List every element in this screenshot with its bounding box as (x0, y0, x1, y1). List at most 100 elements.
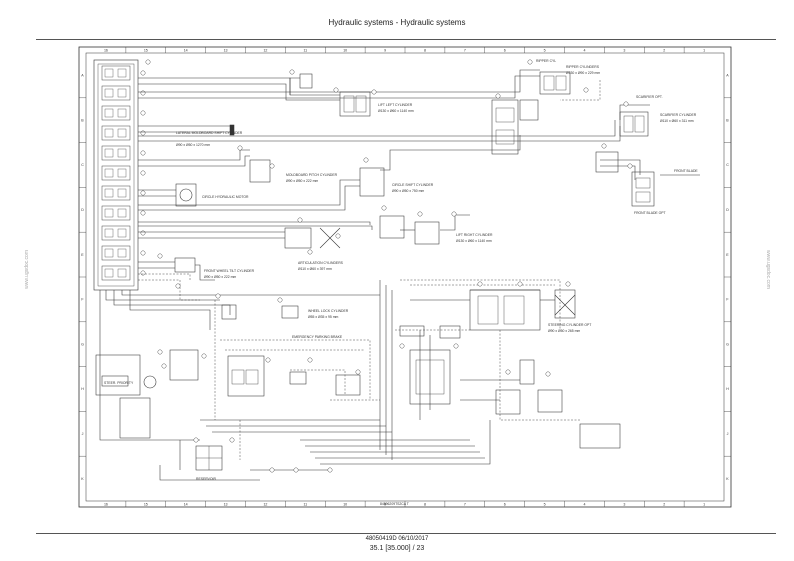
valve-spool (104, 228, 114, 238)
column-label: 13 (224, 503, 228, 507)
row-label: F (81, 298, 84, 302)
callout-balloon (277, 297, 283, 303)
column-label: 4 (583, 49, 585, 53)
label-drawing-code: 84596209TS2CA T (380, 502, 409, 506)
label-ripper-cyl-size: Ø130 x Ø90 x 229 mm (566, 71, 600, 75)
column-label: 1 (703, 503, 705, 507)
valve-spool (104, 148, 114, 158)
callout-balloon (327, 467, 333, 473)
valve-spool (117, 268, 127, 278)
label-front-blade: FRONT BLADE (674, 169, 698, 173)
row-label: A (81, 74, 84, 78)
callout-balloon (289, 69, 295, 75)
label-articulation-cylinders: ARTICULATION CYLINDERS (298, 261, 344, 265)
valve-spool (117, 188, 127, 198)
valve-section (101, 205, 131, 221)
callout-balloon (215, 293, 221, 299)
callout-balloon (229, 437, 235, 443)
column-label: 9 (384, 503, 386, 507)
callout-balloon (371, 89, 377, 95)
callout-balloon (161, 363, 167, 369)
label-lateral-moldboard-shift: LATERAL MOLDBOARD SHIFT CYLINDER (176, 131, 243, 135)
label-scarifier-size: Ø110 x Ø60 x 311 mm (660, 119, 694, 123)
valve-spool (117, 128, 127, 138)
callout-balloon (140, 190, 146, 196)
label-emergency-parking-brake: EMERGENCY PARKING BRAKE (292, 335, 343, 339)
callout-balloon (601, 143, 607, 149)
label-lateral-shift-size: Ø90 x Ø50 x 1270 mm (176, 143, 210, 147)
column-label: 7 (464, 49, 466, 53)
row-label: J (727, 432, 729, 436)
callout-balloon (307, 249, 313, 255)
components (95, 71, 655, 471)
label-lift-left-size: Ø130 x Ø60 x 1140 mm (378, 109, 414, 113)
valve-section (101, 85, 131, 101)
row-label: K (726, 477, 729, 481)
valve-section (101, 185, 131, 201)
valve-spool (117, 68, 127, 78)
label-scarifier-opt: SCARIFIER OPT. (636, 95, 663, 99)
valve-spool (104, 188, 114, 198)
valve-spool (104, 68, 114, 78)
callout-balloon (237, 145, 243, 151)
pilot-lines (138, 80, 601, 460)
frame-outer (78, 46, 732, 508)
callout-balloon (157, 349, 163, 355)
label-wheel-lock-cylinder: WHEEL LOCK CYLINDER (308, 309, 349, 313)
column-label: 9 (384, 49, 386, 53)
callout-balloon (545, 371, 551, 377)
row-label: A (726, 74, 729, 78)
valve-spool (117, 168, 127, 178)
row-label: J (82, 432, 84, 436)
row-label: E (726, 253, 729, 257)
label-circle-hydraulic-motor: CIRCLE HYDRAULIC MOTOR (202, 195, 249, 199)
valve-section (101, 125, 131, 141)
valve-spool (104, 88, 114, 98)
column-label: 11 (303, 503, 307, 507)
valve-section (101, 245, 131, 261)
column-label: 16 (104, 49, 108, 53)
callout-balloon (363, 157, 369, 163)
callout-balloon (355, 369, 361, 375)
column-label: 12 (263, 49, 267, 53)
label-front-blade-opt: FRONT BLADE OPT (634, 211, 666, 215)
row-label: H (81, 387, 84, 391)
label-circle-shift-size: Ø90 x Ø50 x 750 mm (392, 189, 424, 193)
column-label: 5 (544, 49, 546, 53)
row-label: B (81, 118, 84, 122)
callout-balloon (145, 59, 151, 65)
valve-sections (101, 65, 146, 281)
row-label: G (726, 342, 729, 346)
callout-balloon (505, 369, 511, 375)
valve-spool (117, 108, 127, 118)
valve-spool (104, 248, 114, 258)
callout-balloon (417, 211, 423, 217)
column-label: 5 (544, 503, 546, 507)
label-articulation-size: Ø110 x Ø60 x 397 mm (298, 267, 332, 271)
column-label: 16 (104, 503, 108, 507)
column-label: 6 (504, 49, 506, 53)
callout-balloon (333, 87, 339, 93)
callout-balloon (453, 343, 459, 349)
row-label: D (81, 208, 84, 212)
callout-balloon (140, 110, 146, 116)
label-ripper-cylinders: RIPPER CYLINDERS (566, 65, 600, 69)
callout-balloon (140, 150, 146, 156)
callout-balloon (477, 281, 483, 287)
callout-balloon (565, 281, 571, 287)
callout-balloon (140, 250, 146, 256)
valve-spool (117, 228, 127, 238)
callout-balloon (297, 217, 303, 223)
label-front-wheel-tilt: FRONT WHEEL TILT CYLINDER (204, 269, 255, 273)
column-label: 8 (424, 49, 426, 53)
valve-spool (117, 248, 127, 258)
callout-balloon (157, 253, 163, 259)
row-label: E (81, 253, 84, 257)
column-label: 15 (144, 503, 148, 507)
valve-section (101, 65, 131, 81)
label-lift-right-cylinder: LIFT RIGHT CYLINDER (456, 233, 493, 237)
